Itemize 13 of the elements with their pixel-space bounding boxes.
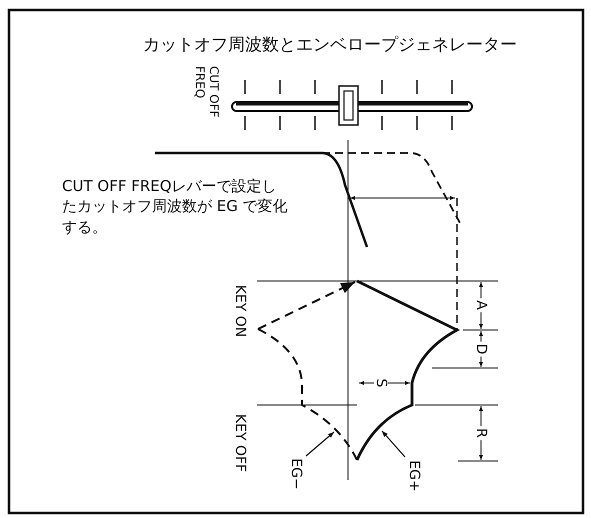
rotated-label: KEY ON — [233, 284, 247, 338]
description-text: CUT OFF FREQレバーで設定したカットオフ周波数が EG で変化する。 — [62, 176, 289, 237]
rotated-label: CUT OFF FREQ — [192, 66, 220, 120]
curve-label: EG− — [289, 458, 303, 490]
dimension-label: A — [474, 298, 488, 312]
dimension-label: S — [374, 376, 388, 390]
leader-line — [306, 432, 334, 456]
rotated-label: KEY OFF — [233, 414, 247, 472]
title: カットオフ周波数とエンベロープジェネレーター — [143, 37, 517, 54]
curve-label: EG+ — [407, 460, 421, 492]
dimension-label: D — [474, 342, 488, 356]
leader-line — [382, 430, 406, 458]
dimension-label: R — [474, 426, 488, 440]
